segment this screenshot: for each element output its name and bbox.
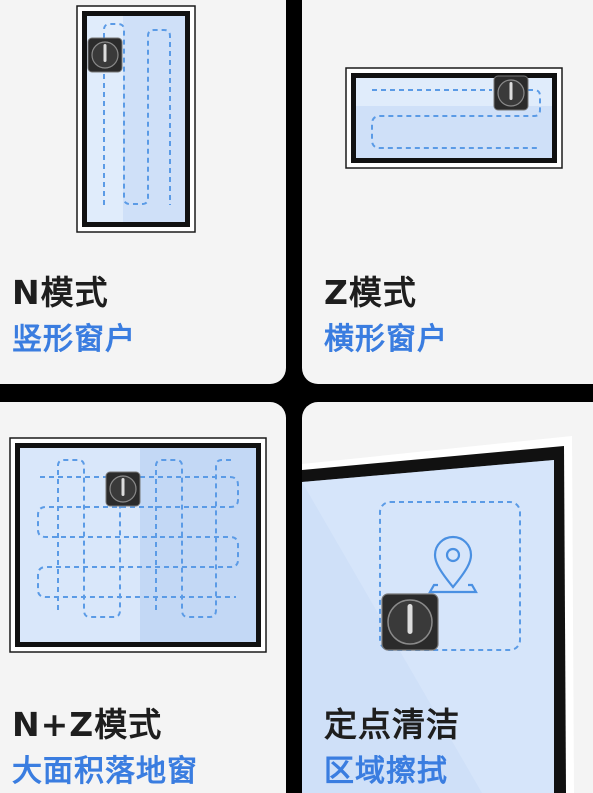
mode-card-n[interactable]: N模式 竖形窗户 — [0, 0, 286, 384]
mode-card-z[interactable]: Z模式 横形窗户 — [302, 0, 593, 384]
robot-icon — [493, 75, 529, 111]
mode-subtitle: 区域擦拭 — [324, 754, 448, 789]
mode-title: N模式 — [12, 273, 109, 312]
mode-subtitle: 竖形窗户 — [12, 322, 136, 357]
robot-icon — [105, 471, 141, 507]
large-window-illustration — [9, 437, 267, 653]
vertical-window-illustration — [76, 5, 196, 233]
mode-subtitle: 横形窗户 — [324, 322, 448, 357]
mode-title: 定点清洁 — [324, 705, 460, 744]
mode-subtitle: 大面积落地窗 — [12, 754, 198, 789]
location-pin-icon — [428, 535, 478, 594]
mode-title: Z模式 — [324, 273, 417, 312]
robot-icon — [381, 593, 439, 651]
mode-card-spot[interactable]: 定点清洁 区域擦拭 — [302, 402, 593, 793]
robot-icon — [87, 37, 123, 73]
spot-clean-illustration — [302, 436, 574, 793]
horizontal-window-illustration — [345, 67, 563, 169]
mode-card-nz[interactable]: N+Z模式 大面积落地窗 — [0, 402, 286, 793]
mode-title: N+Z模式 — [12, 705, 163, 744]
